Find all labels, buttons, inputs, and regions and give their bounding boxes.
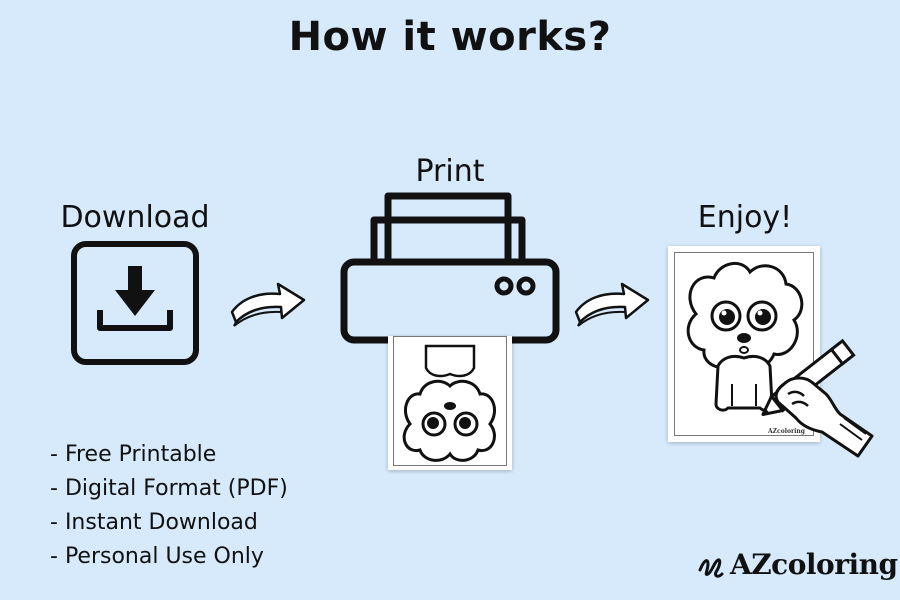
lion-cub-illustration [402, 344, 496, 462]
brand-name: AZcoloring [730, 548, 898, 581]
feature-item: Digital Format (PDF) [50, 472, 288, 506]
printed-page [388, 336, 512, 470]
feature-item: Instant Download [50, 506, 288, 540]
brand-logo: AZcoloring [696, 548, 898, 581]
step-label-enjoy: Enjoy! [697, 200, 793, 235]
lion-cub-illustration [686, 262, 804, 412]
mini-brand-label: AZcoloring [768, 428, 805, 435]
arrow-right-icon [230, 282, 306, 327]
brand-swirl-icon [698, 557, 724, 578]
arrow-right-icon [574, 282, 650, 327]
printer-icon [340, 192, 560, 344]
step-label-download: Download [60, 200, 210, 235]
download-icon [71, 241, 199, 365]
step-label-print: Print [415, 154, 485, 189]
feature-item: Free Printable [50, 438, 288, 472]
feature-item: Personal Use Only [50, 540, 288, 574]
feature-list: Free Printable Digital Format (PDF) Inst… [50, 438, 288, 574]
page-title: How it works? [288, 14, 612, 60]
hand-pencil-icon [761, 338, 874, 458]
